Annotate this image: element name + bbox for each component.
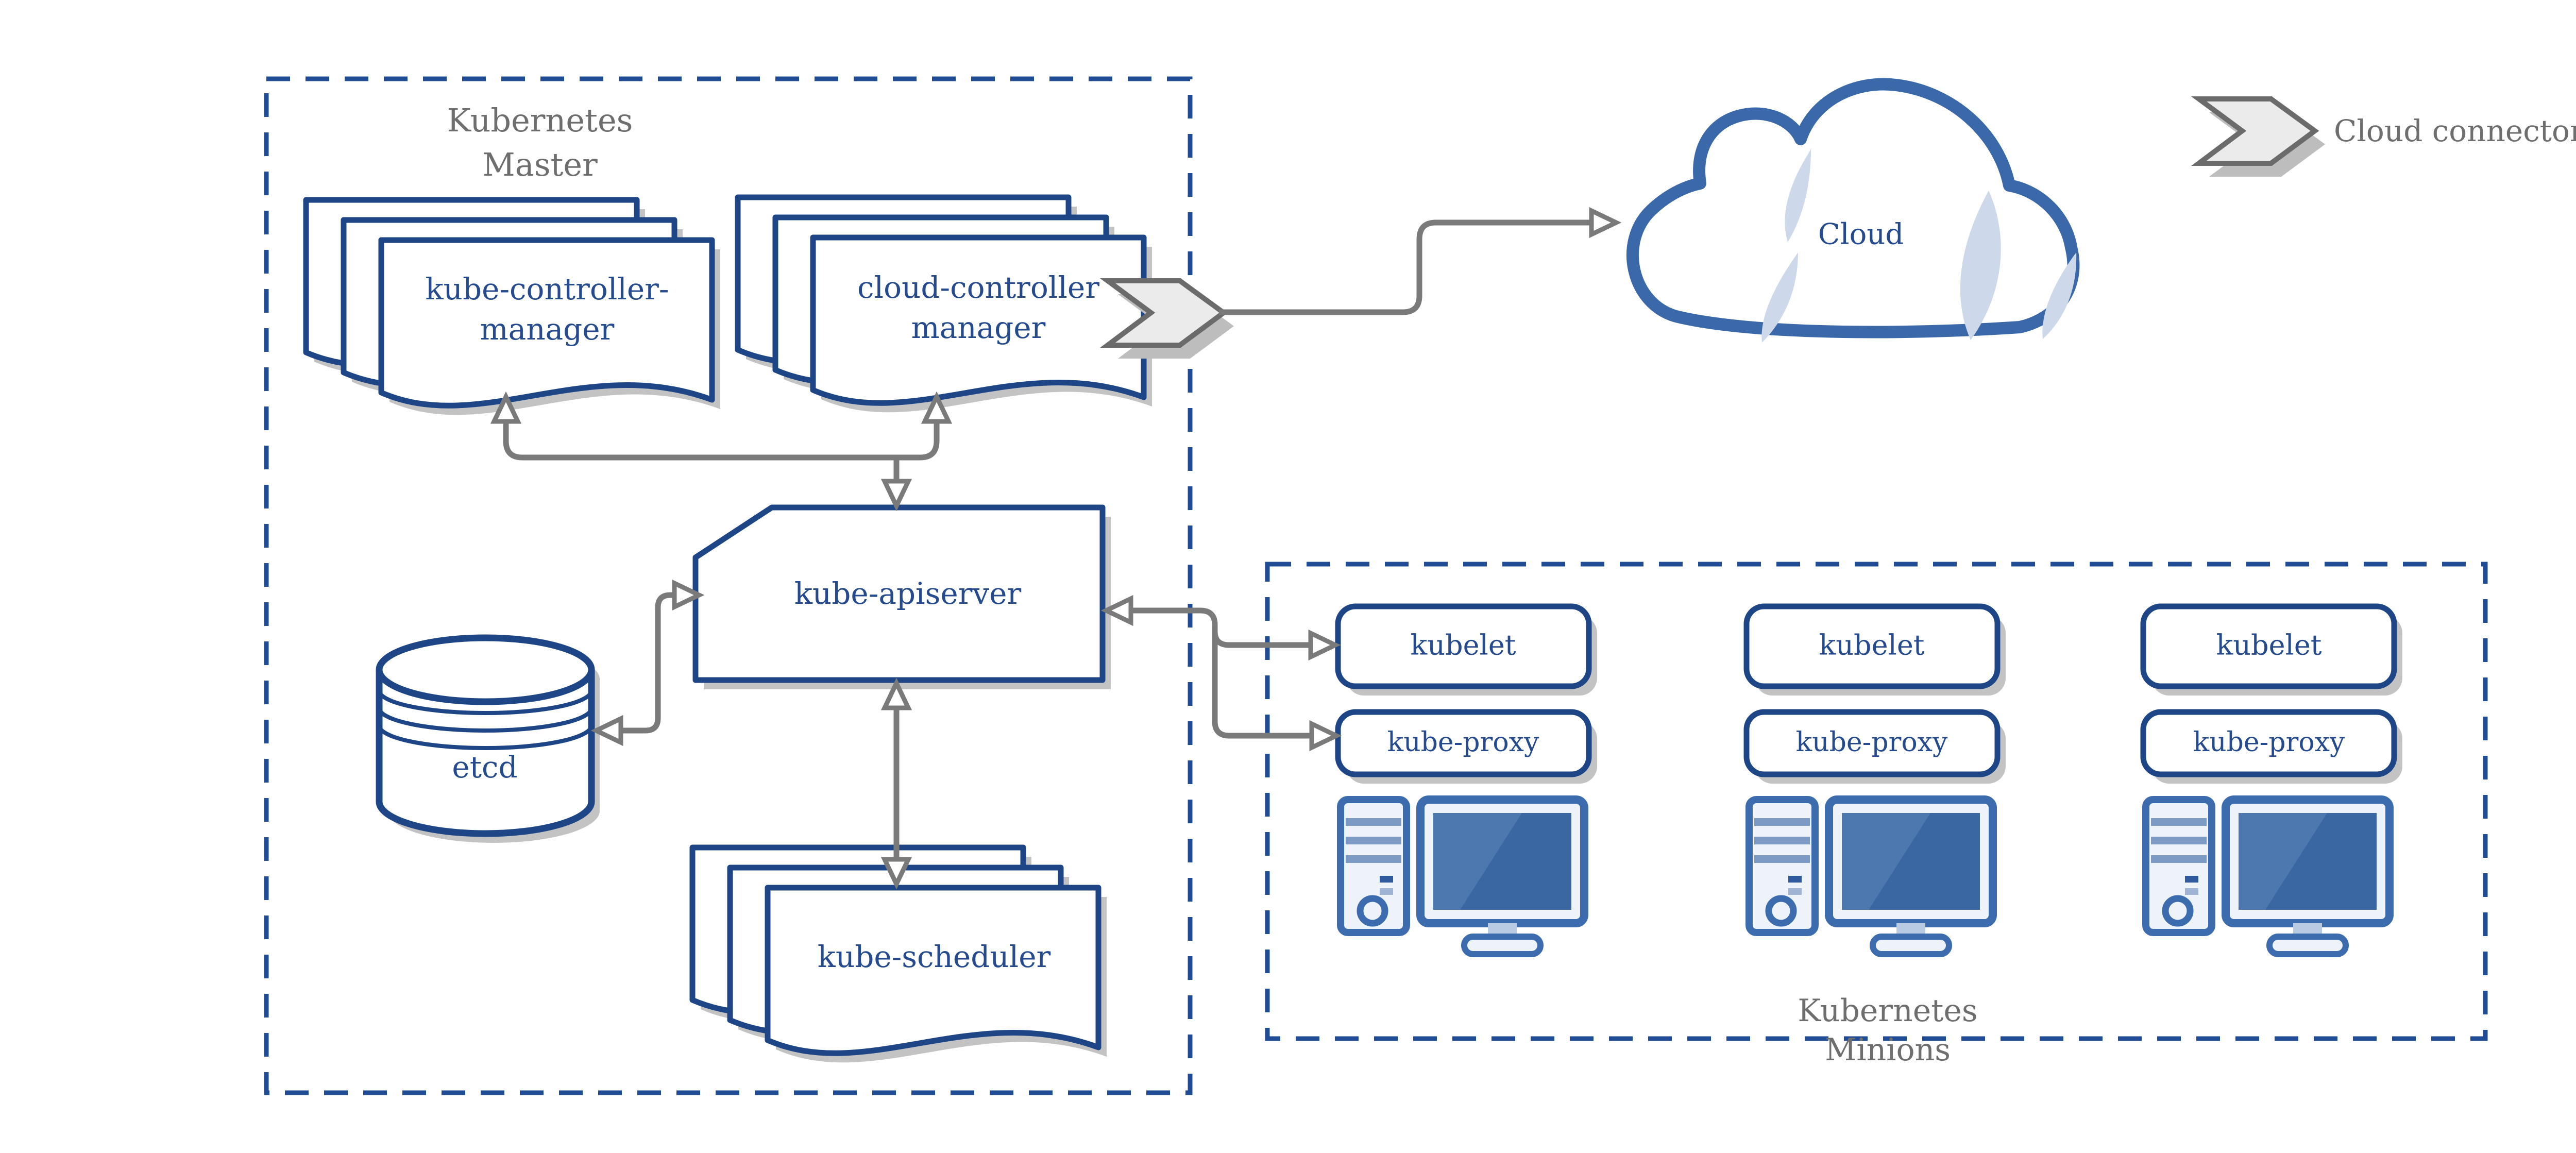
kube-apiserver-shape [692, 504, 1111, 689]
workstation-icon-1 [1341, 800, 1584, 954]
etcd-cylinder [376, 634, 600, 843]
kube-scheduler-label: kube-scheduler [817, 939, 1051, 974]
kube-apiserver-label: kube-apiserver [794, 576, 1022, 611]
arrow-apiserver-scheduler [880, 677, 912, 890]
kubelet-label-3: kubelet [2216, 629, 2322, 662]
kube-proxy-label-3: kube-proxy [2193, 727, 2345, 758]
cloud-connector-legend-label: Cloud connector [2334, 113, 2576, 148]
kubelet-label-1: kubelet [1410, 629, 1516, 662]
workstation-icon-2 [1749, 800, 1993, 954]
minions-region-label-line1: Kubernetes [1798, 993, 1978, 1029]
cloud-controller-manager-line2: manager [911, 310, 1046, 345]
minions-region-label-line2: Minions [1824, 1032, 1951, 1068]
cloud-controller-manager-label: cloud-controller manager [857, 267, 1099, 348]
kubernetes-master-boundary [264, 76, 1193, 1095]
arrow-controllers-to-apiserver [490, 391, 953, 512]
kube-controller-manager-line1: kube-controller- [425, 272, 669, 307]
kube-controller-manager-line2: manager [480, 312, 615, 347]
cloud-label: Cloud [1818, 217, 1904, 251]
kube-proxy-label-2: kube-proxy [1795, 727, 1948, 758]
minions-region-label: Kubernetes Minions [1798, 991, 1977, 1070]
arrow-apiserver-minions [1100, 595, 1342, 752]
etcd-label: etcd [452, 750, 518, 785]
kube-proxy-label-1: kube-proxy [1387, 727, 1539, 758]
workstation-icon-3 [2146, 800, 2389, 954]
arrow-cloud-controller-to-cloud [1219, 207, 1622, 315]
kubelet-label-2: kubelet [1819, 629, 1925, 662]
master-region-label-line1: Kubernetes [447, 101, 633, 139]
arrow-apiserver-etcd [590, 579, 705, 747]
master-region-label-line2: Master [482, 146, 598, 183]
kubernetes-minions-boundary [1265, 562, 2488, 1041]
master-region-label: Kubernetes Master [447, 98, 633, 187]
cloud-controller-manager-line1: cloud-controller [857, 270, 1099, 305]
kube-controller-manager-label: kube-controller- manager [425, 269, 669, 349]
cloud-connector-legend-icon [2199, 99, 2325, 177]
cloud-shape [1626, 78, 2080, 343]
